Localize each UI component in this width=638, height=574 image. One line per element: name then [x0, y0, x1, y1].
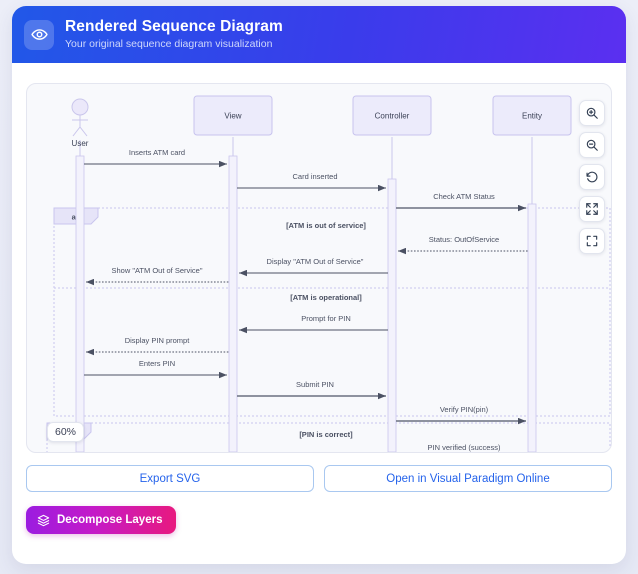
eye-icon	[24, 19, 54, 50]
layers-icon	[37, 514, 50, 527]
participant-label-entity: Entity	[522, 112, 542, 121]
open-in-visual-paradigm-button[interactable]: Open in Visual Paradigm Online	[324, 465, 612, 492]
zoom-level-badge: 60%	[47, 422, 85, 442]
diagram-toolbar	[579, 100, 605, 254]
zoom-out-icon	[585, 138, 599, 152]
participant-user: User	[71, 98, 89, 148]
message-label: Enters PIN	[139, 359, 175, 368]
page-subtitle: Your original sequence diagram visualiza…	[65, 37, 273, 50]
page-title: Rendered Sequence Diagram	[65, 17, 283, 35]
decompose-layers-button[interactable]: Decompose Layers	[26, 506, 177, 534]
message-label: Display "ATM Out of Service"	[267, 257, 364, 266]
participant-controller: Controller	[352, 95, 432, 136]
message-label: Prompt for PIN	[301, 314, 351, 323]
guard-label: [ATM is out of service]	[286, 221, 366, 230]
panel-header: Rendered Sequence Diagram Your original …	[12, 6, 626, 63]
fit-screen-icon	[585, 234, 599, 248]
main-card: Rendered Sequence Diagram Your original …	[12, 6, 626, 564]
message-label: Submit PIN	[296, 380, 334, 389]
alt-fragment-2	[46, 422, 611, 452]
zoom-in-button[interactable]	[579, 100, 605, 126]
header-text: Rendered Sequence Diagram Your original …	[65, 18, 283, 51]
message-label: Check ATM Status	[433, 192, 495, 201]
participant-entity: Entity	[492, 95, 572, 136]
guard-label: [ATM is operational]	[290, 293, 362, 302]
diagram-viewport[interactable]: 60% alt alt	[26, 83, 612, 453]
fit-screen-button[interactable]	[579, 228, 605, 254]
reset-view-button[interactable]	[579, 164, 605, 190]
participant-label-controller: Controller	[375, 112, 410, 121]
message-label: Card inserted	[292, 172, 337, 181]
reset-icon	[585, 170, 599, 184]
export-svg-button[interactable]: Export SVG	[26, 465, 314, 492]
participant-label-user: User	[72, 139, 89, 148]
message-label: Inserts ATM card	[129, 148, 185, 157]
message-label: Show "ATM Out of Service"	[111, 266, 202, 275]
expand-icon	[585, 202, 599, 216]
participant-view: View	[193, 95, 273, 136]
message-group: Inserts ATM card Card inserted Check ATM…	[84, 148, 528, 452]
message-label: Status: OutOfService	[429, 235, 499, 244]
decompose-layers-label: Decompose Layers	[57, 514, 163, 526]
message-label: Verify PIN(pin)	[440, 405, 489, 414]
message-label: PIN verified (success)	[428, 443, 501, 452]
alt-fragment-1	[53, 207, 611, 417]
guard-label: [PIN is correct]	[299, 430, 353, 439]
action-button-row: Export SVG Open in Visual Paradigm Onlin…	[26, 465, 612, 492]
participant-label-view: View	[224, 112, 241, 121]
zoom-in-icon	[585, 106, 599, 120]
expand-button[interactable]	[579, 196, 605, 222]
zoom-out-button[interactable]	[579, 132, 605, 158]
decompose-row: Decompose Layers	[26, 506, 177, 534]
message-label: Display PIN prompt	[125, 336, 191, 345]
sequence-diagram: alt alt User	[46, 95, 611, 452]
